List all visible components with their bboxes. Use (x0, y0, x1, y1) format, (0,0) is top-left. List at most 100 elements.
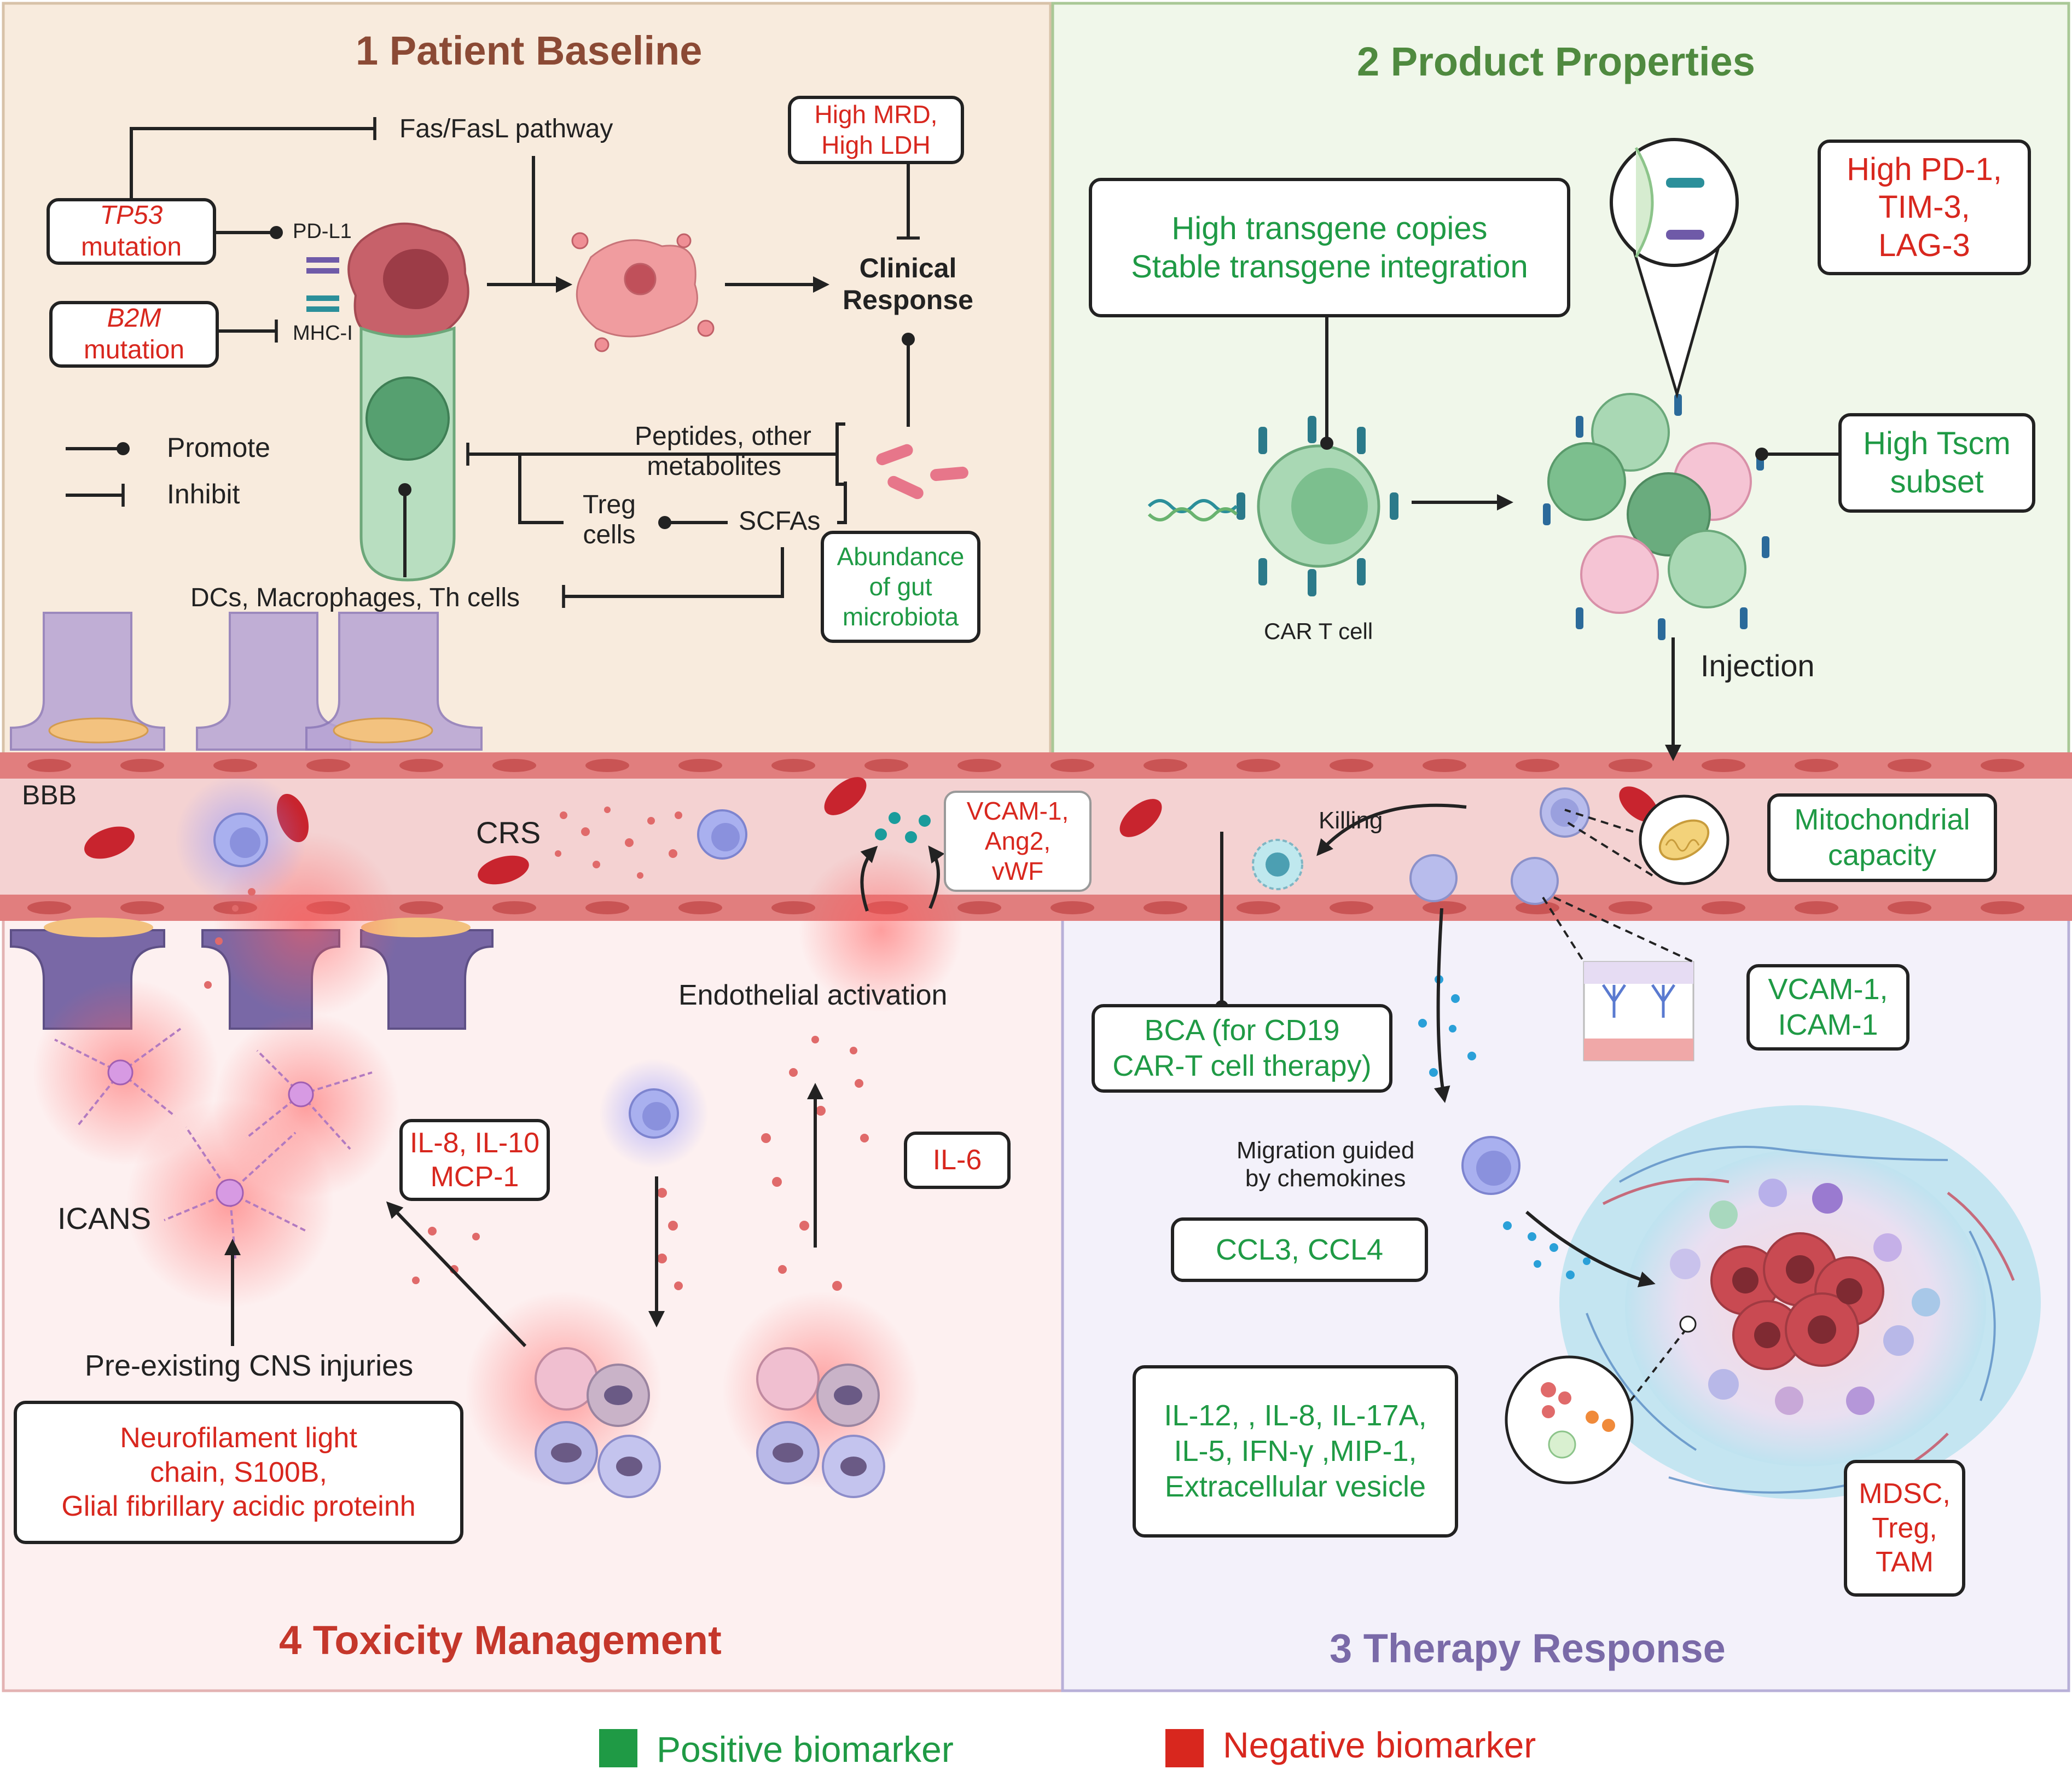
tscm-line2: subset (1890, 464, 1984, 500)
ldh-label: High LDH (821, 130, 931, 159)
therapy-vcam-line1: VCAM-1, (1768, 973, 1888, 1006)
checkpoint-box: High PD-1, TIM-3, LAG-3 (1818, 140, 2031, 275)
legend-positive-label: Positive biomarker (657, 1729, 954, 1770)
ccl3-ccl4-box: CCL3, CCL4 (1171, 1217, 1428, 1282)
il6-box: IL-6 (904, 1132, 1011, 1189)
clinical-response-line1: Clinical (859, 253, 957, 283)
transgene-box: High transgene copies Stable transgene i… (1089, 178, 1570, 317)
nfl-line3: Glial fibrillary acidic proteinh (61, 1490, 416, 1523)
extracellular-vesicle-inset (1505, 1315, 1697, 1484)
panel-product-properties (1051, 2, 2070, 760)
adhesion-inset (1583, 961, 1694, 1061)
mdsc-line3: TAM (1876, 1546, 1934, 1579)
chemokine-particles (875, 812, 1591, 1279)
il8-il10-mcp1-box: IL-8, IL-10 MCP-1 (399, 1119, 550, 1201)
nfl-line1: Neurofilament light (120, 1422, 357, 1454)
legend-inhibit-label: Inhibit (167, 479, 240, 509)
bca-line1: BCA (for CD19 (1144, 1014, 1340, 1047)
peptides-metabolites-label: Peptides, other metabolites (635, 421, 811, 482)
vessel-vcam-line1: VCAM-1, (966, 796, 1069, 825)
tscm-box: High Tscm subset (1838, 413, 2035, 513)
crs-label: CRS (476, 815, 541, 850)
lysed-tumor-cell (571, 232, 715, 352)
microbiota-line2: of gut (869, 572, 932, 601)
b2m-gene-label: B2M (107, 304, 161, 333)
therapy-vcam-line2: ICAM-1 (1778, 1008, 1878, 1041)
vessel-vcam-line3: vWF (991, 857, 1044, 886)
legend-negative-label: Negative biomarker (1223, 1725, 1536, 1765)
tumor-car-t-synapse (306, 222, 469, 582)
transgene-line1: High transgene copies (1171, 210, 1488, 246)
cytokine-particles (204, 807, 869, 1291)
bca-box: BCA (for CD19 CAR-T cell therapy) (1092, 1004, 1392, 1093)
injection-label: Injection (1700, 648, 1815, 683)
peptides-line2: metabolites (647, 452, 781, 482)
gut-microbiota-box: Abundance of gut microbiota (821, 531, 980, 643)
killed-target-cell (1252, 839, 1303, 890)
mdsc-line2: Treg, (1872, 1512, 1937, 1544)
nfl-line2: chain, S100B, (150, 1456, 327, 1488)
treg-line2: cells (583, 520, 636, 550)
section-title-therapy-response: 3 Therapy Response (1330, 1626, 1726, 1671)
car-t-cell (1147, 416, 1398, 596)
migration-line2: by chemokines (1245, 1164, 1406, 1192)
killing-label: Killing (1319, 807, 1383, 834)
transgene-line2: Stable transgene integration (1131, 248, 1528, 285)
neuron-cells (54, 1028, 373, 1259)
checkpoint-line3: LAG-3 (1878, 227, 1970, 263)
vcam-icam-box: VCAM-1, ICAM-1 (1746, 964, 1910, 1051)
mitochondrial-capacity-box: Mitochondrial capacity (1767, 793, 1997, 882)
section-title-toxicity-management: 4 Toxicity Management (279, 1617, 722, 1663)
endothelial-activation-label: Endothelial activation (678, 979, 948, 1011)
peptides-line1: Peptides, other (635, 422, 811, 451)
tscm-line1: High Tscm (1863, 426, 2011, 462)
bbb-label: BBB (22, 780, 77, 810)
il6-label: IL-6 (932, 1144, 982, 1176)
b2m-mutation-label: mutation (83, 335, 185, 364)
immune-cells-vessel (175, 774, 1590, 1195)
tp53-mutation-box: TP53 mutation (47, 198, 216, 265)
treg-line1: Treg (583, 490, 636, 519)
migration-label: Migration guided by chemokines (1237, 1137, 1414, 1192)
gut-microbiota (876, 444, 968, 500)
ccl-label: CCL3, CCL4 (1215, 1233, 1384, 1266)
mito-line1: Mitochondrial (1794, 803, 1970, 837)
car-t-cell-label: CAR T cell (1264, 618, 1373, 644)
checkpoint-line2: TIM-3, (1878, 189, 1970, 225)
cyto-line3: Extracellular vesicle (1164, 1470, 1426, 1503)
tumor-microenvironment (1559, 1105, 2041, 1499)
granulocytes (535, 1347, 885, 1498)
preexisting-cns-label: Pre-existing CNS injuries (85, 1349, 414, 1382)
section-title-patient-baseline: 1 Patient Baseline (356, 28, 703, 73)
mrd-ldh-box: High MRD, High LDH (788, 96, 964, 164)
mdsc-line1: MDSC, (1859, 1478, 1951, 1510)
receptor-zoom-inset (1610, 138, 1739, 399)
scfas-label: SCFAs (739, 507, 821, 536)
mdsc-treg-tam-box: MDSC, Treg, TAM (1844, 1460, 1965, 1597)
vessel-vcam-line2: Ang2, (984, 826, 1051, 855)
neurofilament-box: Neurofilament light chain, S100B, Glial … (14, 1401, 463, 1544)
blood-brain-barrier-cells (10, 612, 483, 751)
dcs-macrophages-label: DCs, Macrophages, Th cells (190, 583, 520, 612)
mito-line2: capacity (1827, 839, 1937, 872)
treg-cells-label: Treg cells (583, 490, 636, 550)
vcam-ang2-vwf-box: VCAM-1, Ang2, vWF (944, 791, 1092, 892)
microbiota-line1: Abundance (837, 542, 965, 571)
fas-fasl-label: Fas/FasL pathway (399, 114, 613, 143)
legend-positive-swatch (599, 1729, 637, 1767)
microbiota-line3: microbiota (842, 602, 959, 631)
clinical-response-line2: Response (843, 284, 973, 315)
cyto-line1: IL-12, , IL-8, IL-17A, (1164, 1399, 1427, 1432)
cytokines-box: IL-12, , IL-8, IL-17A, IL-5, IFN-γ ,MIP-… (1133, 1365, 1458, 1538)
pd-l1-label: PD-L1 (293, 220, 352, 243)
legend-negative-swatch (1165, 1729, 1204, 1767)
mhc-i-label: MHC-I (293, 322, 353, 345)
bca-line2: CAR-T cell therapy) (1112, 1049, 1372, 1082)
checkpoint-line1: High PD-1, (1847, 151, 2002, 187)
il8-line2: MCP-1 (430, 1161, 519, 1193)
icans-label: ICANS (57, 1201, 152, 1235)
tp53-mutation-label: mutation (80, 233, 182, 262)
b2m-mutation-box: B2M mutation (49, 301, 219, 368)
